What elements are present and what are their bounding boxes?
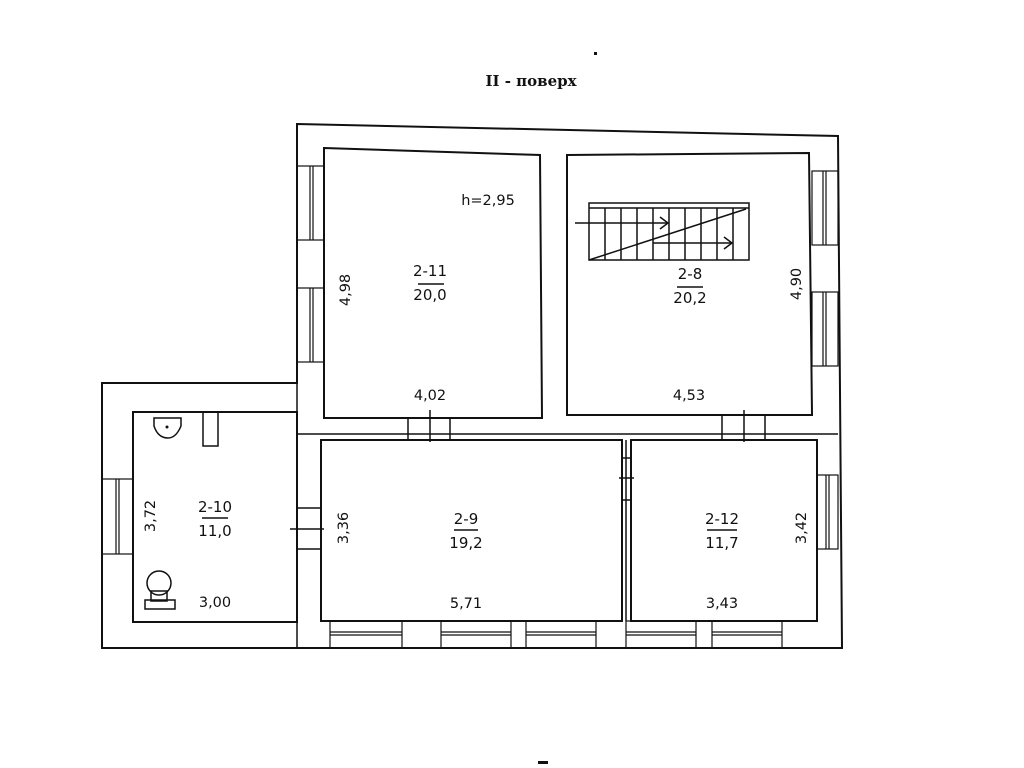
room-width: 4,02 [414, 388, 446, 404]
door [721, 410, 766, 442]
scan-speck [594, 52, 597, 55]
window [101, 478, 134, 555]
room-area: 11,7 [705, 534, 738, 552]
room-number: 2-10 [198, 498, 232, 516]
stairs-icon [575, 202, 750, 261]
door [619, 457, 634, 501]
door [407, 410, 451, 442]
shaft-box [202, 411, 219, 447]
sink-icon [153, 417, 182, 439]
room-number: 2-11 [413, 262, 447, 280]
room-number: 2-12 [705, 510, 739, 528]
window [296, 287, 325, 363]
window [811, 291, 839, 367]
room-width: 3,43 [706, 596, 738, 612]
outer-walls [101, 122, 844, 649]
room-2-8 [566, 151, 814, 416]
room-width: 4,53 [673, 388, 705, 404]
bottom-windows [329, 620, 783, 649]
window [296, 165, 325, 241]
scan-speck [538, 761, 548, 764]
ceiling-height: h=2,95 [461, 193, 515, 209]
window [811, 170, 839, 246]
room-length: 3,42 [794, 512, 810, 544]
room-width: 3,00 [199, 595, 231, 611]
room-number: 2-9 [454, 510, 479, 528]
door [290, 507, 324, 550]
floor-title: II - поверх [485, 72, 577, 90]
room-area: 19,2 [449, 534, 482, 552]
room-2-11 [323, 146, 544, 419]
room-length: 3,36 [336, 512, 352, 544]
room-length: 4,98 [338, 274, 354, 306]
room-length: 4,90 [789, 268, 805, 300]
room-length: 3,72 [143, 500, 159, 532]
room-area: 11,0 [198, 522, 231, 540]
window [816, 474, 839, 550]
room-area: 20,0 [413, 286, 446, 304]
toilet-icon [144, 570, 176, 610]
room-number: 2-8 [678, 265, 703, 283]
room-width: 5,71 [450, 596, 482, 612]
room-area: 20,2 [673, 289, 706, 307]
